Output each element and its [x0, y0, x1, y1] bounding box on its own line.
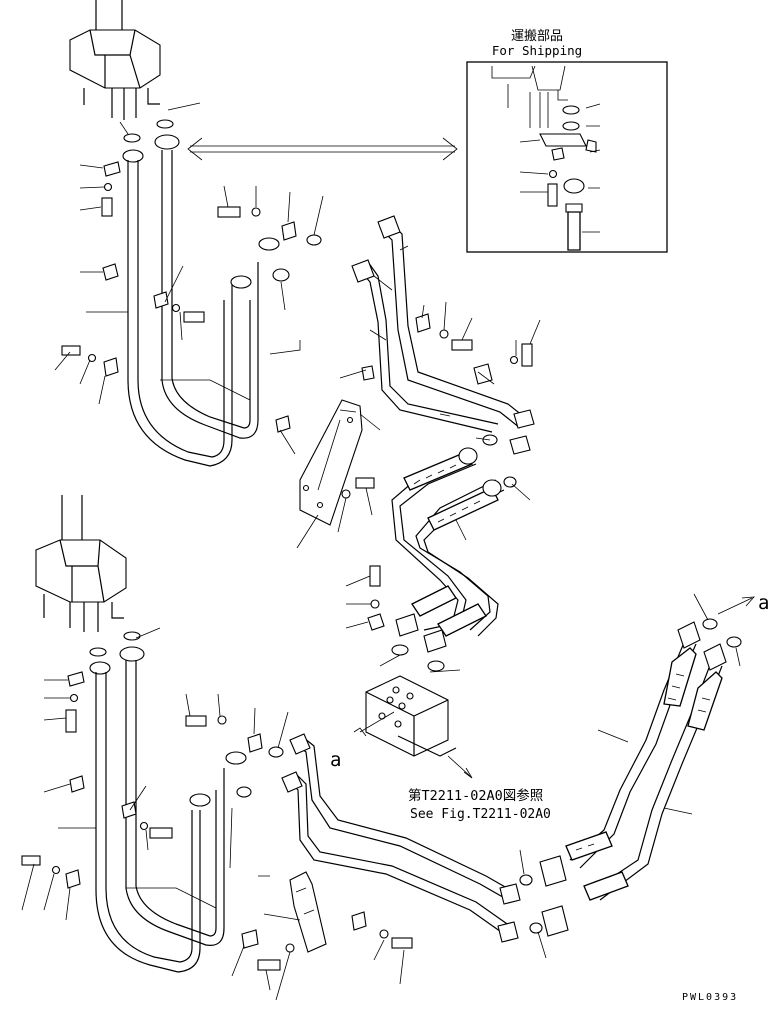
shipping-reference-arrow — [187, 137, 458, 161]
reference-jp: 第T2211-02A0図参照 — [408, 787, 543, 804]
inset-frame — [466, 61, 668, 253]
upper-cylinder-assembly — [54, 0, 324, 467]
right-hoses-assembly — [519, 593, 755, 959]
reference-en: See Fig.T2211-02A0 — [410, 807, 551, 822]
drawing-number: PWL0393 — [682, 992, 738, 1003]
callout-a-right: a — [758, 592, 769, 614]
shipping-parts-inset: 運搬部品 For Shipping — [466, 29, 668, 253]
lower-cylinder-assembly — [21, 495, 521, 1001]
callout-a-valve: a — [330, 749, 341, 771]
inset-title-en: For Shipping — [492, 43, 582, 58]
center-pipes-assembly — [296, 215, 541, 779]
inset-title-jp: 運搬部品 — [511, 29, 563, 44]
